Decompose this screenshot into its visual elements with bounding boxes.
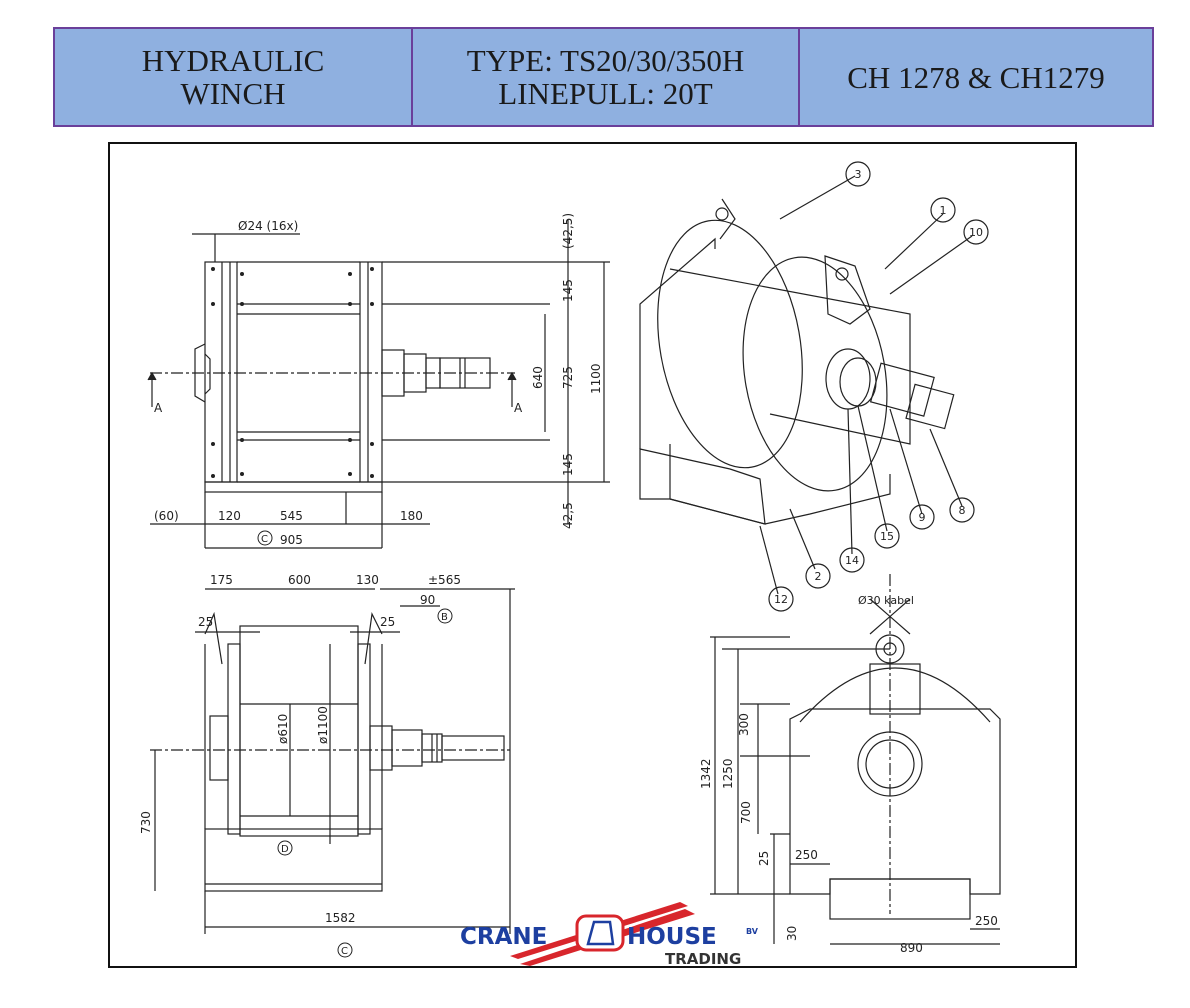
logo-suffix: BV	[746, 927, 759, 936]
dim-300: 300	[737, 713, 751, 736]
dim-42-5-top: (42,5)	[561, 213, 575, 249]
dim-700: 700	[739, 801, 753, 824]
section-a-right: A	[514, 401, 523, 415]
type-line-1: TYPE: TS20/30/350H	[466, 43, 745, 78]
dim-610: ø610	[276, 714, 290, 744]
callout-3: 3	[855, 168, 862, 181]
callout-1: 1	[940, 204, 947, 217]
dim-25-left: 25	[198, 615, 213, 629]
dim-180: 180	[400, 509, 423, 523]
dim-565: ±565	[428, 573, 461, 587]
dim-145-a: 145	[561, 279, 575, 302]
type-cell: TYPE: TS20/30/350H LINEPULL: 20T	[411, 29, 798, 125]
dim-1342: 1342	[699, 758, 713, 789]
dim-60: (60)	[154, 509, 179, 523]
title-block: HYDRAULIC WINCH TYPE: TS20/30/350H LINEP…	[53, 27, 1154, 127]
product-line-2: WINCH	[180, 76, 286, 111]
callout-10: 10	[969, 226, 983, 239]
marker-c-top: C	[257, 530, 273, 546]
product-cell: HYDRAULIC WINCH	[55, 29, 411, 125]
drawing-canvas: Ø24 (16x) (42,5) 145 640 725 1100 145 42…	[139, 161, 1001, 968]
dim-545: 545	[280, 509, 303, 523]
dim-250-bottom: 250	[975, 914, 998, 928]
svg-text:C: C	[341, 946, 348, 957]
marker-c-bottom: C	[337, 942, 353, 958]
dimension-labels: Ø24 (16x) (42,5) 145 640 725 1100 145 42…	[139, 168, 998, 958]
svg-text:B: B	[441, 612, 448, 623]
dim-905: 905	[280, 533, 303, 547]
logo-tagline: TRADING	[665, 950, 741, 966]
top-view	[147, 219, 610, 549]
dim-1100-diameter: ø1100	[316, 706, 330, 744]
front-view	[710, 574, 1001, 945]
dim-640: 640	[531, 366, 545, 389]
dim-1100: 1100	[589, 363, 603, 394]
dim-145-b: 145	[561, 453, 575, 476]
product-line-1: HYDRAULIC	[141, 43, 325, 78]
side-view	[150, 588, 515, 934]
dim-600: 600	[288, 573, 311, 587]
callout-9: 9	[919, 511, 926, 524]
marker-d: D	[277, 840, 293, 856]
dim-730: 730	[139, 811, 153, 834]
svg-text:C: C	[261, 534, 268, 545]
callout-2: 2	[815, 570, 822, 583]
callout-numbers: 3 1 10 2 12 14 15 9 8	[774, 168, 983, 606]
reference-text: CH 1278 & CH1279	[847, 59, 1105, 95]
logo-word-crane: CRANE	[460, 924, 547, 950]
svg-text:D: D	[281, 844, 289, 855]
marker-b: B	[437, 608, 453, 624]
bolt-label: Ø24 (16x)	[238, 219, 298, 233]
technical-drawing: Ø24 (16x) (42,5) 145 640 725 1100 145 42…	[108, 142, 1077, 968]
dim-1582: 1582	[325, 911, 356, 925]
callout-circles	[768, 161, 989, 612]
dim-725: 725	[561, 366, 575, 389]
cable-label: Ø30 kabel	[858, 594, 914, 607]
callout-8: 8	[959, 504, 966, 517]
callout-12: 12	[774, 593, 788, 606]
dim-175: 175	[210, 573, 233, 587]
callout-14: 14	[845, 554, 859, 567]
dim-30: 30	[785, 926, 799, 941]
callout-15: 15	[880, 530, 894, 543]
company-logo: CRANE HOUSE BV TRADING	[460, 902, 759, 968]
dim-25-right: 25	[380, 615, 395, 629]
iso-view	[639, 175, 973, 595]
section-a-left: A	[154, 401, 163, 415]
dim-42-5-bottom: 42,5	[561, 502, 575, 529]
type-line-2: LINEPULL: 20T	[498, 76, 713, 111]
reference-cell: CH 1278 & CH1279	[798, 29, 1152, 125]
dim-890: 890	[900, 941, 923, 955]
dim-120: 120	[218, 509, 241, 523]
dim-130: 130	[356, 573, 379, 587]
logo-word-house: HOUSE	[627, 924, 717, 950]
dim-90: 90	[420, 593, 435, 607]
dim-25: 25	[757, 851, 771, 866]
dim-250-top: 250	[795, 848, 818, 862]
dim-1250: 1250	[721, 758, 735, 789]
